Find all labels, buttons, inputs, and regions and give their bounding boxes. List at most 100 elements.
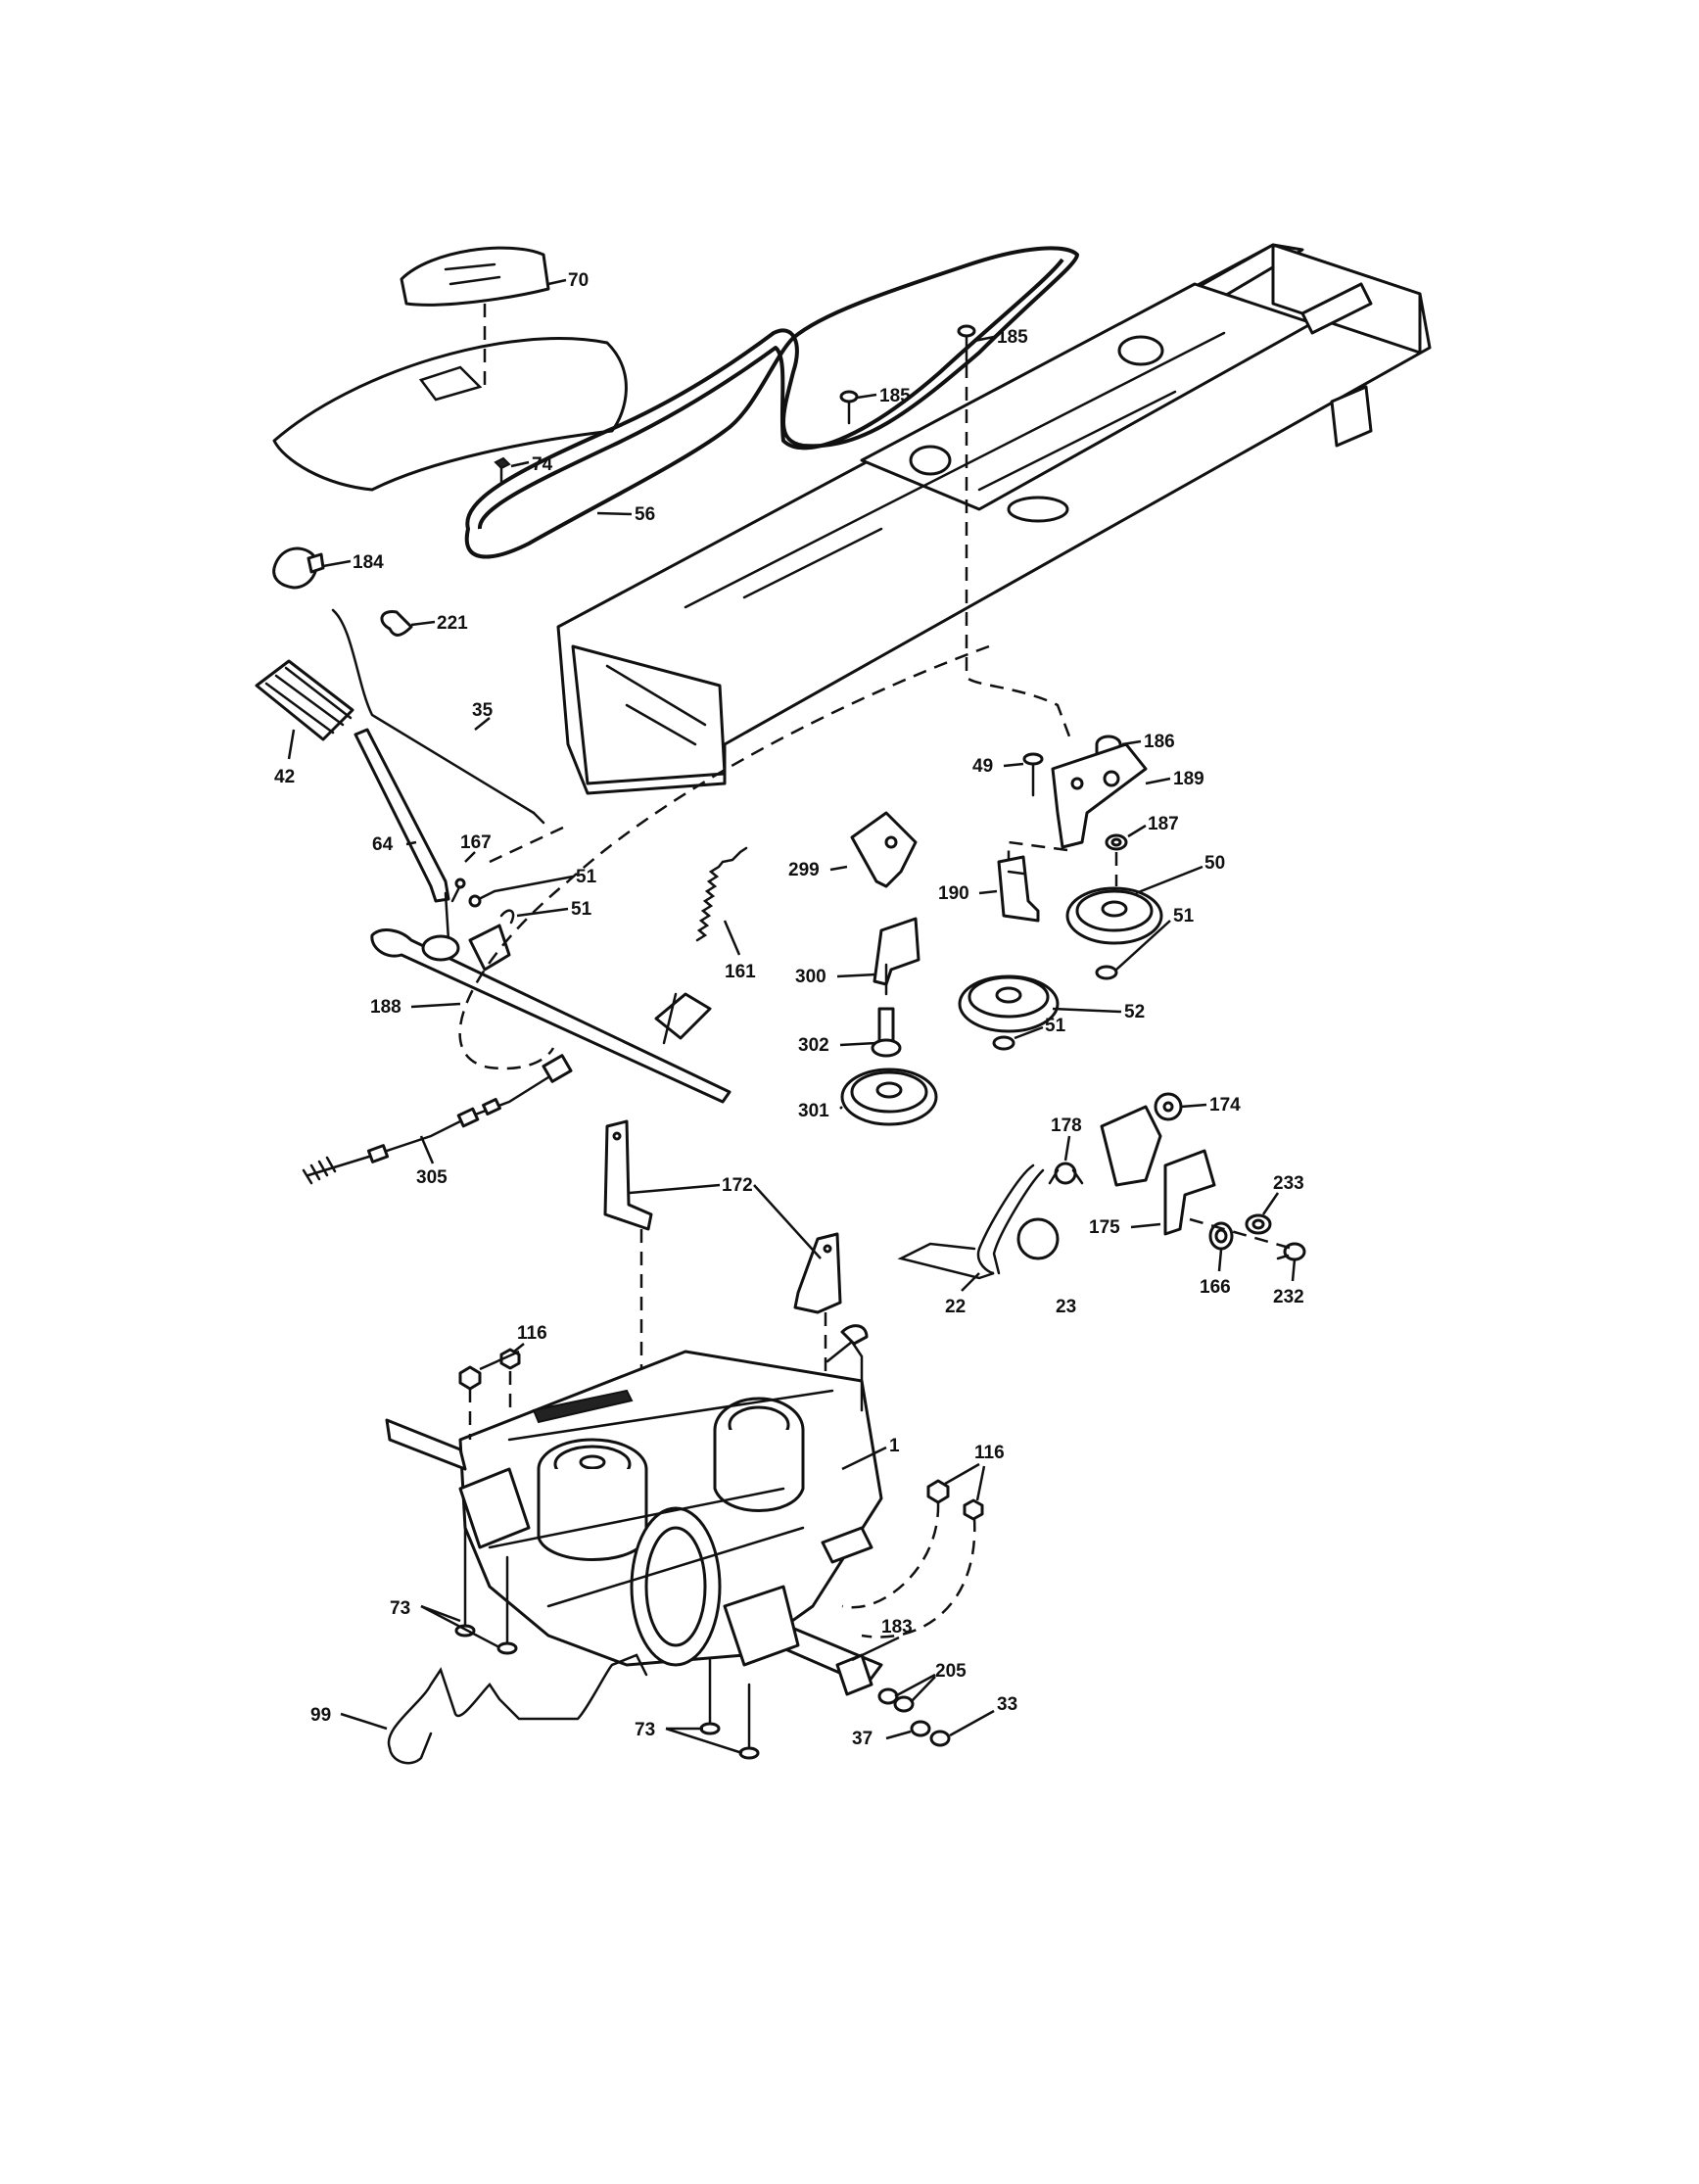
leader-22 xyxy=(961,1272,980,1292)
part-116-nut-a xyxy=(458,1365,482,1391)
leader-302 xyxy=(839,1041,877,1047)
callout-73a: 73 xyxy=(390,1598,410,1619)
leader-1 xyxy=(841,1446,887,1471)
callout-205: 205 xyxy=(935,1661,967,1682)
callout-305: 305 xyxy=(416,1167,448,1188)
callout-116a: 116 xyxy=(517,1323,547,1344)
callout-301: 301 xyxy=(798,1101,829,1121)
leader-172b xyxy=(753,1184,822,1259)
callout-70: 70 xyxy=(568,270,589,291)
leader-185b xyxy=(856,393,877,400)
frame-chassis xyxy=(556,243,1432,795)
leader-301 xyxy=(839,1106,843,1110)
part-42-pedal-pad xyxy=(255,659,354,741)
leader-187 xyxy=(1127,824,1147,838)
dash-35-link xyxy=(489,826,564,864)
leader-37 xyxy=(885,1730,912,1740)
callout-300: 300 xyxy=(795,967,826,987)
part-221-clip xyxy=(380,610,413,637)
leader-74 xyxy=(510,460,530,468)
callout-73b: 73 xyxy=(635,1720,655,1740)
part-172-bracket-b xyxy=(793,1232,842,1314)
leader-172 xyxy=(629,1183,721,1195)
callout-166: 166 xyxy=(1200,1277,1231,1298)
callout-167: 167 xyxy=(460,832,492,853)
part-175-bracket xyxy=(1100,1105,1216,1236)
part-37-washer xyxy=(910,1720,931,1737)
leader-178 xyxy=(1063,1135,1071,1162)
callout-221: 221 xyxy=(437,613,468,634)
part-302-shaft xyxy=(871,1007,902,1058)
part-51c-nut xyxy=(1095,965,1118,980)
callout-175: 175 xyxy=(1089,1217,1120,1238)
callout-50: 50 xyxy=(1204,853,1225,874)
leader-183 xyxy=(851,1636,900,1662)
callout-188: 188 xyxy=(370,997,401,1018)
callout-99: 99 xyxy=(310,1705,331,1726)
part-64-pedal-arm xyxy=(354,728,450,957)
part-233-washer xyxy=(1245,1213,1272,1235)
part-189-bracket xyxy=(1051,742,1148,849)
part-51d-nut xyxy=(992,1035,1015,1051)
callout-116b: 116 xyxy=(974,1443,1005,1463)
part-185-bolt-a xyxy=(839,390,859,425)
leader-70 xyxy=(547,278,567,286)
leader-188 xyxy=(410,1002,461,1009)
leader-116a xyxy=(479,1350,520,1371)
callout-189: 189 xyxy=(1173,769,1204,789)
leader-189 xyxy=(1145,777,1171,785)
callout-185a: 185 xyxy=(997,327,1028,348)
callout-174: 174 xyxy=(1209,1095,1241,1116)
leader-300 xyxy=(836,973,877,978)
callout-184: 184 xyxy=(353,552,384,573)
part-161-spring xyxy=(695,846,748,942)
leader-51b xyxy=(516,907,569,918)
callout-74: 74 xyxy=(532,454,553,475)
leader-233 xyxy=(1261,1192,1280,1215)
leader-42 xyxy=(287,729,296,760)
leader-51a xyxy=(494,875,574,893)
leader-35 xyxy=(474,717,491,731)
callout-52: 52 xyxy=(1124,1002,1145,1022)
part-73-bolt-b xyxy=(496,1555,518,1655)
callout-185b: 185 xyxy=(879,386,911,406)
part-300-bracket xyxy=(873,917,920,996)
callout-183: 183 xyxy=(881,1617,913,1638)
part-50-pulley xyxy=(1065,886,1163,945)
part-116-nut-c xyxy=(926,1479,950,1504)
leader-56 xyxy=(596,511,633,516)
callout-299: 299 xyxy=(788,860,820,880)
part-51b-clip xyxy=(499,909,515,925)
callout-51a: 51 xyxy=(576,867,597,887)
leader-116b2 xyxy=(975,1465,986,1501)
callout-51d: 51 xyxy=(1045,1016,1066,1036)
leader-49 xyxy=(1003,762,1024,768)
leader-33 xyxy=(949,1709,995,1737)
callout-35: 35 xyxy=(472,700,494,721)
leader-184 xyxy=(322,559,352,568)
leader-161 xyxy=(723,920,741,956)
leader-175 xyxy=(1130,1222,1161,1229)
callout-51b: 51 xyxy=(571,899,592,920)
part-166-bushing xyxy=(1208,1221,1234,1251)
callout-42: 42 xyxy=(274,767,295,787)
part-185-bolt-b xyxy=(957,324,976,362)
part-56-belt-inner xyxy=(478,258,1064,530)
leader-205 xyxy=(910,1676,936,1703)
dash-cable-loop xyxy=(458,644,990,1070)
part-178-spring xyxy=(1048,1162,1084,1185)
part-74-screw xyxy=(494,456,511,484)
part-23-ball xyxy=(1016,1217,1060,1260)
dash-185-to-bracket xyxy=(965,364,1074,745)
callout-190: 190 xyxy=(938,883,969,904)
dash-116-c xyxy=(841,1502,940,1609)
callout-49: 49 xyxy=(972,756,993,777)
leader-205b xyxy=(894,1673,936,1698)
part-167-pin xyxy=(450,878,466,903)
dash-116-d xyxy=(861,1517,976,1638)
fender-panel xyxy=(272,337,628,492)
callout-233: 233 xyxy=(1273,1173,1304,1194)
callout-302: 302 xyxy=(798,1035,829,1056)
part-99-rod xyxy=(387,1653,648,1765)
